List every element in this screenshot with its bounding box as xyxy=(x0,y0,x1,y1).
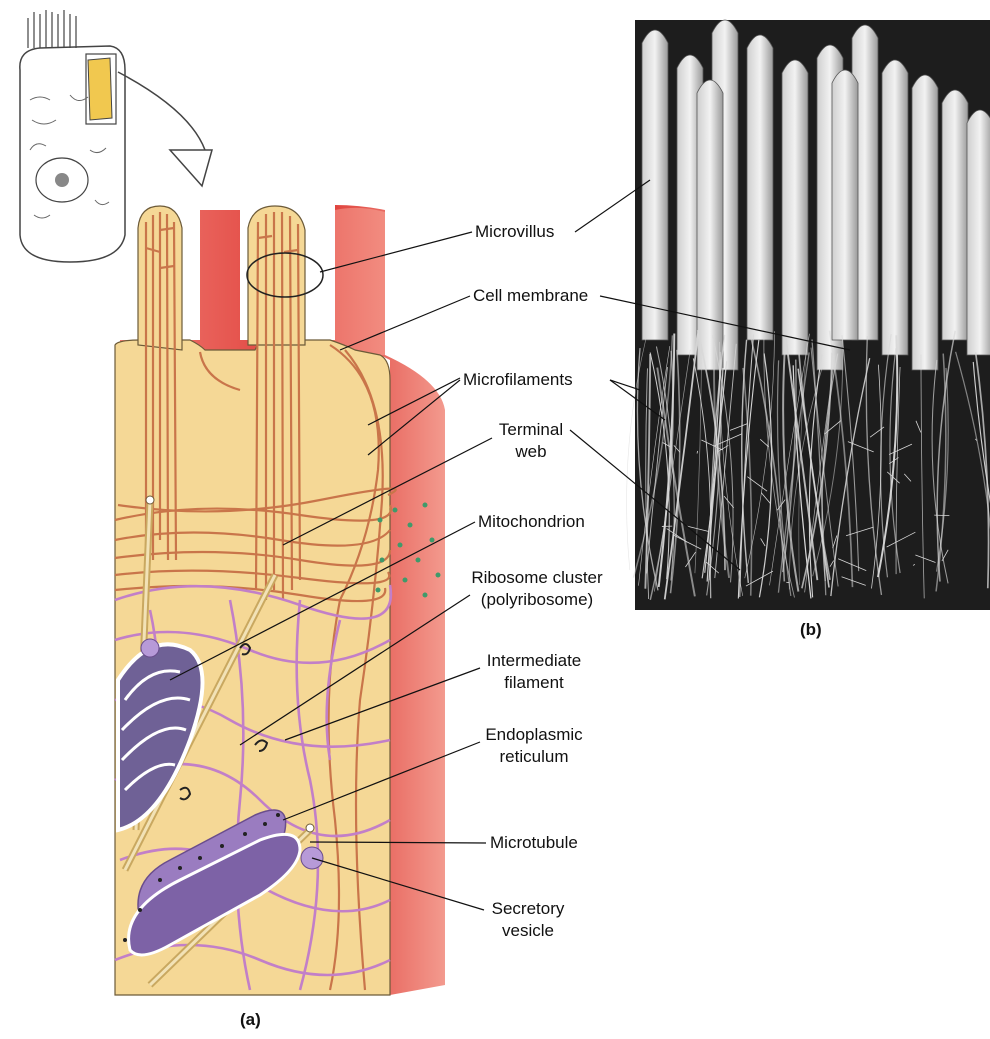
label-microfilaments: Microfilaments xyxy=(463,369,573,391)
caption-a: (a) xyxy=(240,1010,261,1030)
label-ribosome-cluster: Ribosome cluster(polyribosome) xyxy=(467,567,607,611)
cell-block-a xyxy=(115,205,445,995)
label-microvillus: Microvillus xyxy=(475,221,554,243)
micrograph-villus xyxy=(697,80,723,370)
label-cell-membrane: Cell membrane xyxy=(473,285,588,307)
micrograph-villus xyxy=(782,60,808,355)
micrograph-villus xyxy=(912,75,938,370)
label-microtubule: Microtubule xyxy=(490,832,578,854)
inset-microvilli xyxy=(28,10,76,48)
micrograph-villus xyxy=(642,30,668,340)
caption-b: (b) xyxy=(800,620,822,640)
micrograph-villus xyxy=(967,110,990,355)
micrograph-villus xyxy=(942,90,968,340)
micrograph-villus xyxy=(882,60,908,355)
label-mitochondrion: Mitochondrion xyxy=(478,511,585,533)
micrograph-villus xyxy=(747,35,773,340)
inset-highlight xyxy=(88,58,112,120)
cell-inset xyxy=(20,10,212,262)
micrograph-villus xyxy=(832,70,858,340)
micrograph-fiber xyxy=(934,515,949,516)
